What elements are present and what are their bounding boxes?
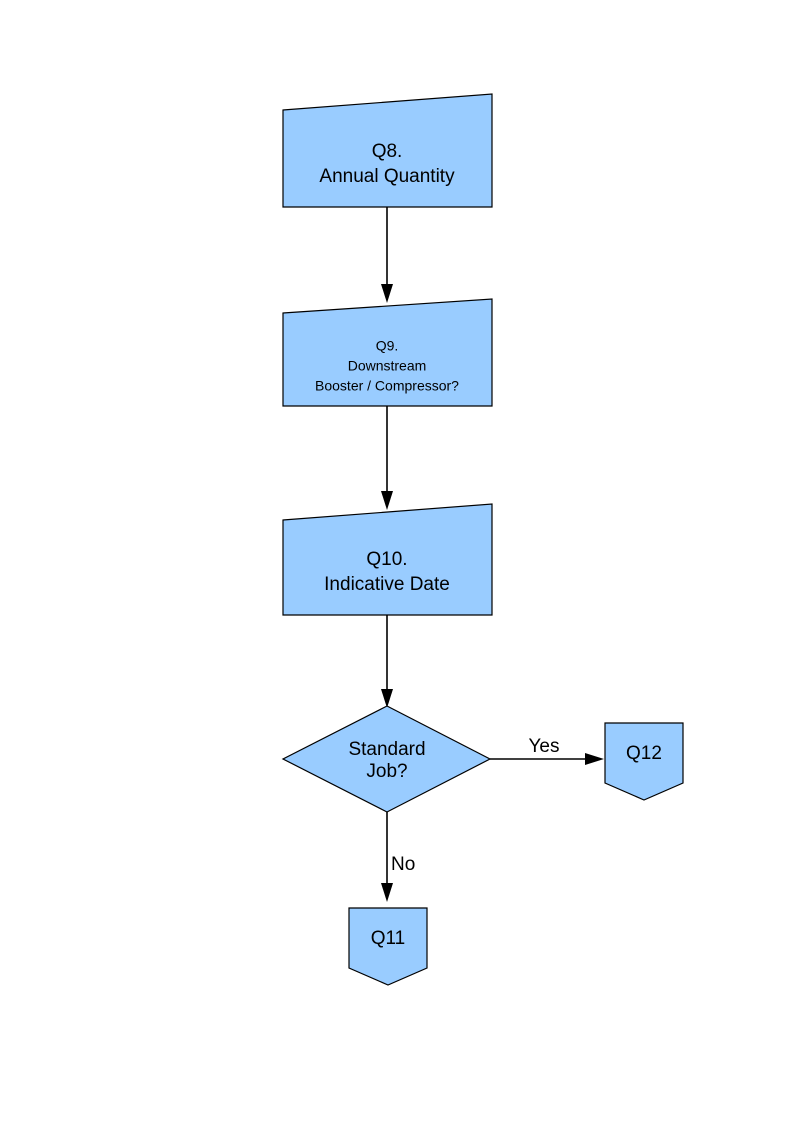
edge-q9-q10-arrowhead xyxy=(381,491,393,510)
node-q9[interactable]: Q9. Downstream Booster / Compressor? xyxy=(282,298,493,407)
decision-line-1: Standard xyxy=(348,739,425,760)
q8-line-2: Annual Quantity xyxy=(319,166,455,187)
q9-line-3: Booster / Compressor? xyxy=(315,378,459,394)
decision-line-2: Job? xyxy=(366,761,407,782)
q8-shape xyxy=(282,93,493,208)
q9-line-2: Downstream xyxy=(348,358,427,374)
q10-line-1: Q10. xyxy=(366,549,407,570)
node-decision-standard-job[interactable]: Standard Job? xyxy=(281,705,492,813)
edge-q10-decision-arrowhead xyxy=(381,689,393,708)
edge-label-yes: Yes xyxy=(529,736,560,757)
edge-decision-to-q11: No xyxy=(381,812,415,902)
q10-line-2: Indicative Date xyxy=(324,574,450,595)
node-q11[interactable]: Q11 xyxy=(348,907,428,986)
edge-q8-q9-arrowhead xyxy=(381,284,393,303)
q8-line-1: Q8. xyxy=(372,141,403,162)
edge-label-no: No xyxy=(391,854,415,875)
q12-shape xyxy=(604,722,684,801)
q11-shape xyxy=(348,907,428,986)
node-q10[interactable]: Q10. Indicative Date xyxy=(282,503,493,616)
q11-label: Q11 xyxy=(371,928,406,949)
node-q12[interactable]: Q12 xyxy=(604,722,684,801)
edge-decision-to-q12: Yes xyxy=(490,736,604,765)
q9-line-1: Q9. xyxy=(376,338,399,354)
edge-q10-to-decision xyxy=(381,615,393,708)
edge-decision-q12-arrowhead xyxy=(585,753,604,765)
edge-q9-to-q10 xyxy=(381,406,393,510)
edge-decision-q11-arrowhead xyxy=(381,883,393,902)
node-q8[interactable]: Q8. Annual Quantity xyxy=(282,93,493,208)
q9-shape xyxy=(282,298,493,407)
edge-q8-to-q9 xyxy=(381,207,393,303)
q12-label: Q12 xyxy=(626,743,662,764)
q10-shape xyxy=(282,503,493,616)
